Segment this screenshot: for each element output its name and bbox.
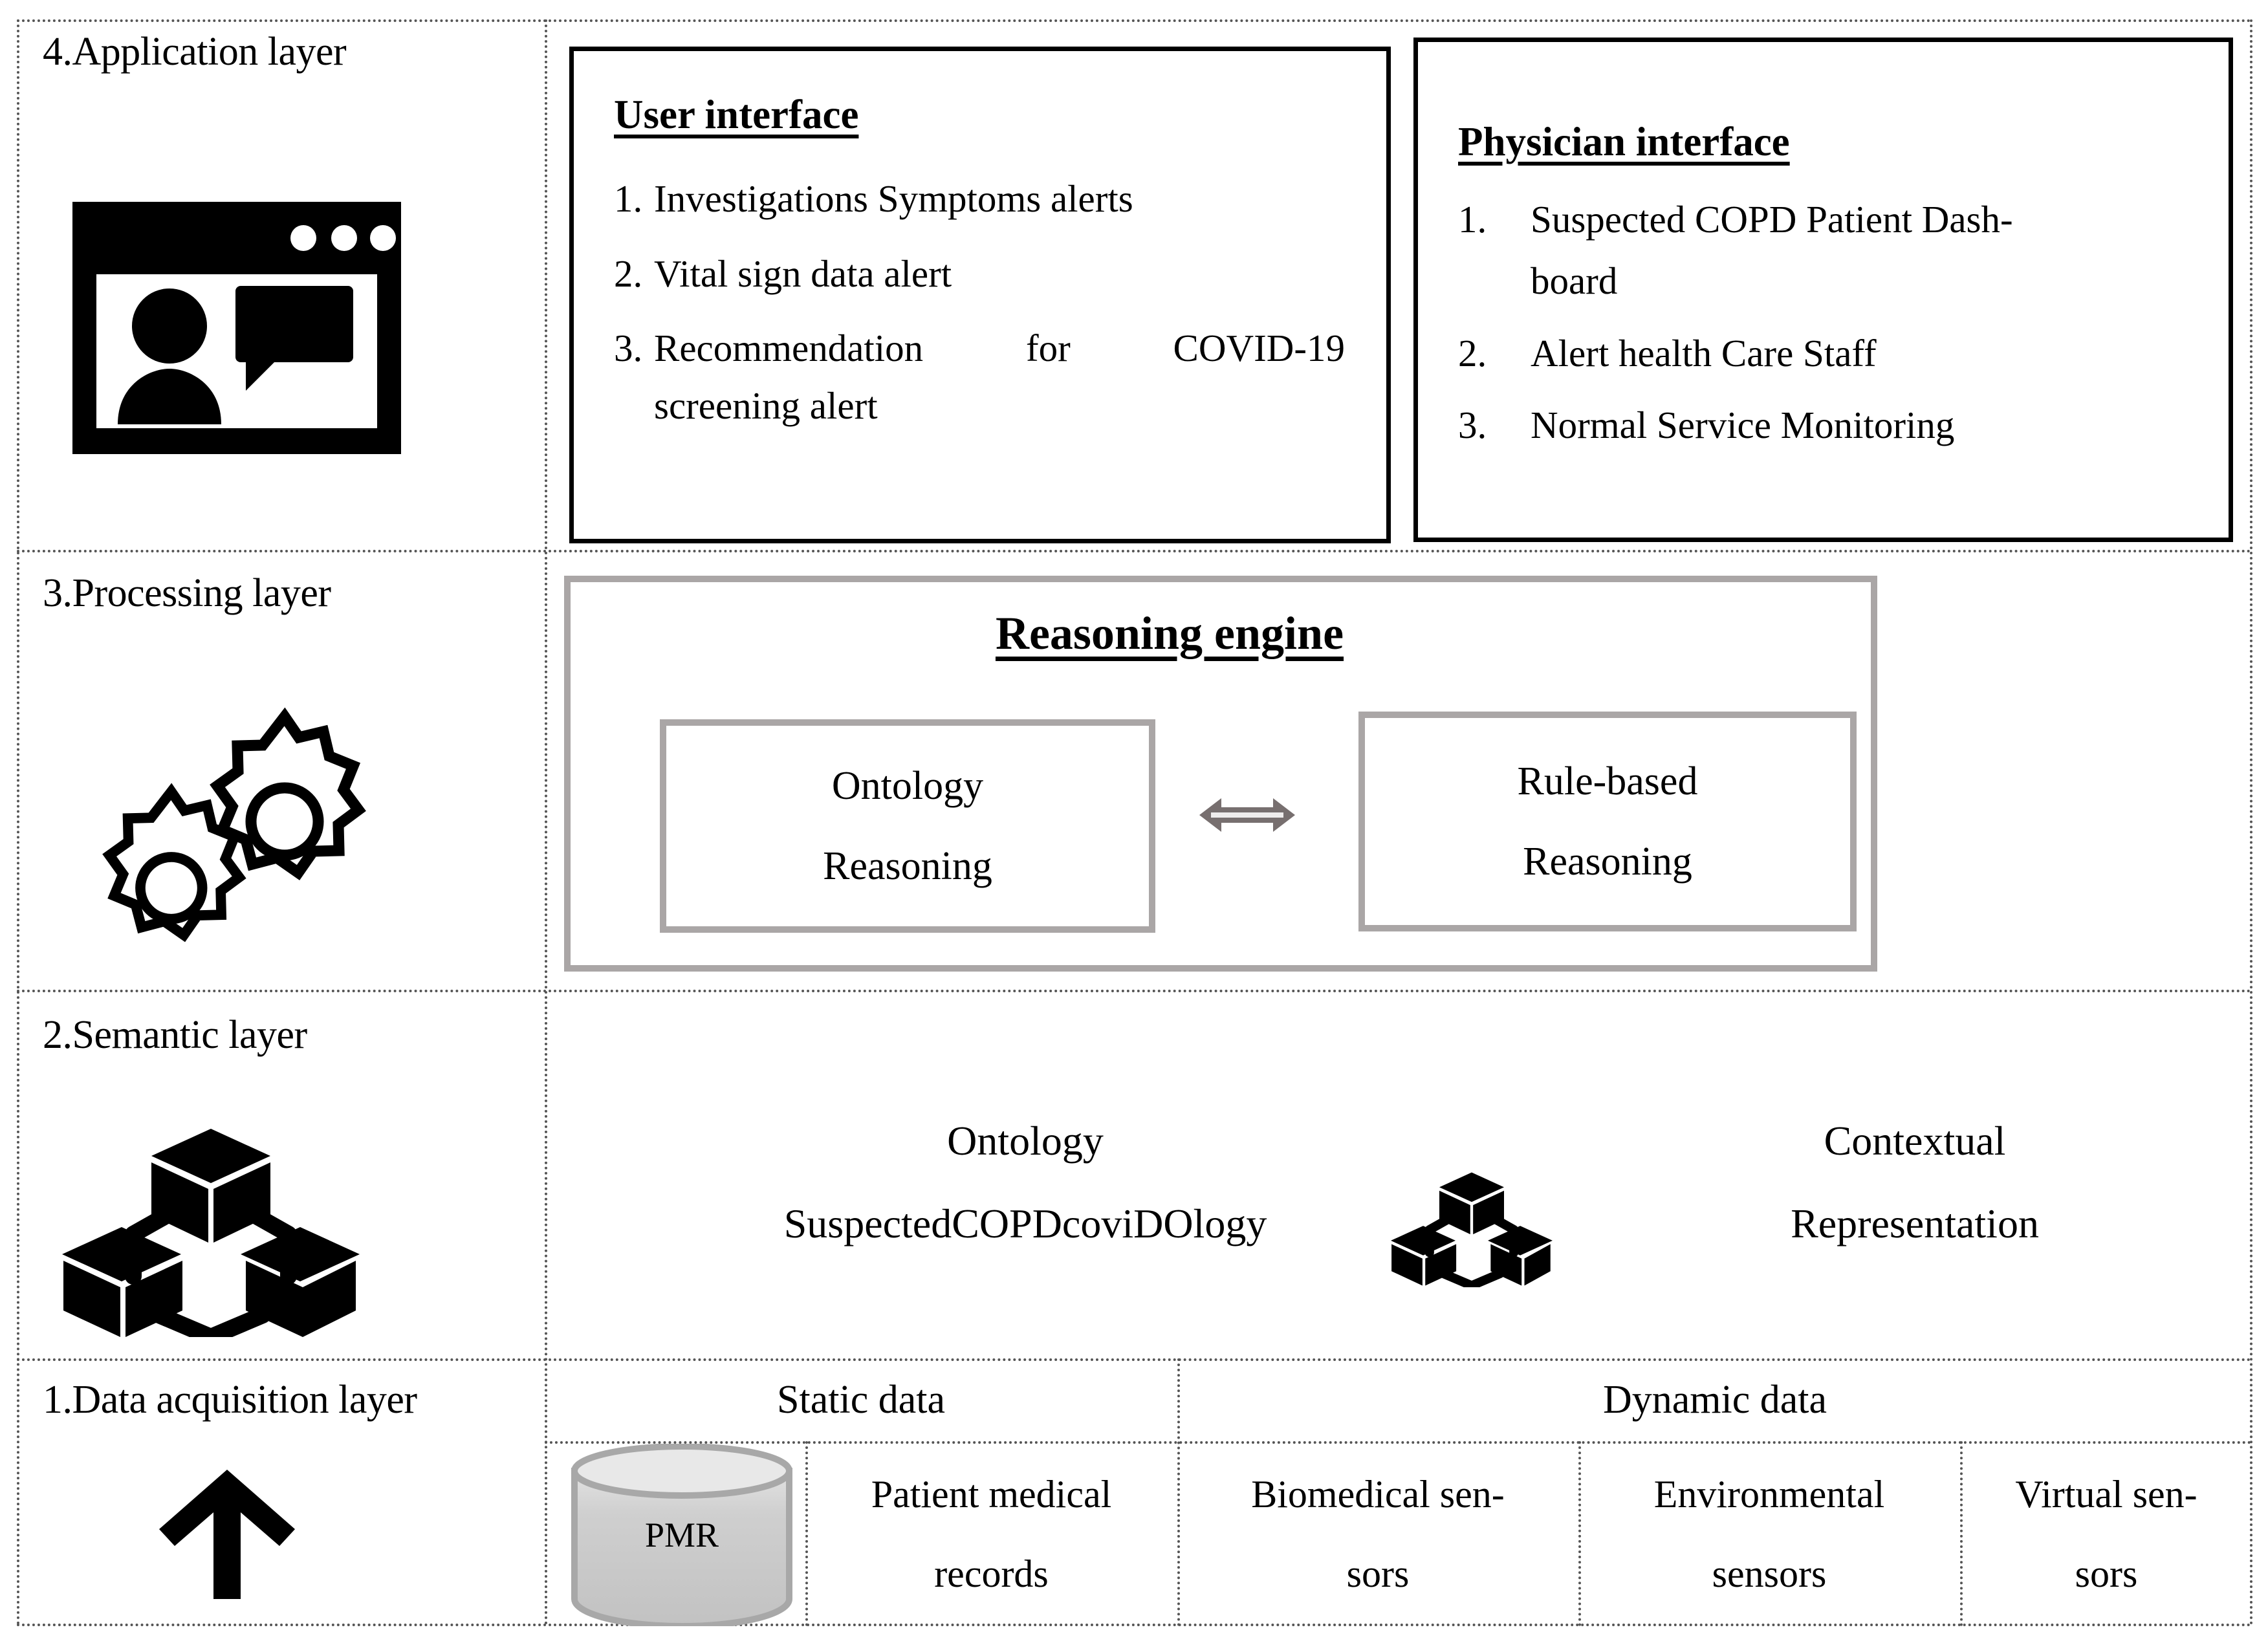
list-item-text: Recommendation for COVID-19	[654, 327, 1345, 370]
linked-cubes-icon	[62, 1129, 360, 1345]
list-item-number: 3.	[1458, 404, 1487, 447]
dynamic-data-header: Dynamic data	[1602, 1377, 1827, 1422]
pmr-label: PMR	[644, 1516, 719, 1554]
list-item-text: Investigations Symptoms alerts	[654, 177, 1133, 220]
list-item: 1. Suspected COPD Patient Dash-	[1458, 199, 2189, 241]
browser-user-chat-icon	[72, 202, 401, 454]
rule-based-reasoning-box: Rule-based Reasoning	[1358, 712, 1857, 931]
up-arrow-icon	[159, 1470, 295, 1599]
source-cell-virtual-sensors: Virtual sen- sors	[1960, 1442, 2252, 1626]
semantic-contextual-line1: Contextual	[1824, 1118, 2006, 1164]
gears-icon	[97, 699, 375, 944]
physician-interface-box: Physician interface 1. Suspected COPD Pa…	[1413, 38, 2233, 542]
ontology-reasoning-line1: Ontology	[831, 764, 984, 808]
double-headed-arrow-icon	[1199, 796, 1295, 834]
source-cell-biomedical-sensors: Biomedical sen- sors	[1177, 1442, 1578, 1626]
reasoning-engine-title: Reasoning engine	[995, 607, 1344, 659]
list-item: 3. Recommendation for COVID-19	[614, 328, 1345, 369]
list-item-text: Normal Service Monitoring	[1531, 404, 1955, 447]
layer-label-semantic: 2.Semantic layer	[43, 1013, 307, 1057]
data-header-row-divider	[545, 1441, 2252, 1444]
data-col-divider-2	[1578, 1441, 1581, 1626]
static-data-header: Static data	[777, 1377, 945, 1422]
data-col-divider-3	[1960, 1441, 1963, 1626]
rule-based-reasoning-line1: Rule-based	[1517, 759, 1698, 803]
layer-label-data-acquisition: 1.Data acquisition layer	[43, 1378, 417, 1422]
list-item-text: Vital sign data alert	[654, 252, 952, 295]
list-item-number: 3.	[614, 327, 643, 370]
source-line2: sors	[1346, 1552, 1410, 1595]
data-col-divider-1	[805, 1441, 808, 1626]
semantic-ontology-line1: Ontology	[947, 1118, 1104, 1164]
source-line2: sors	[2075, 1552, 2138, 1595]
static-dynamic-divider	[1177, 1358, 1180, 1626]
row-divider-application-processing	[17, 550, 2252, 552]
linked-cubes-icon-small	[1391, 1171, 1553, 1290]
rule-based-reasoning-line2: Reasoning	[1523, 840, 1692, 884]
source-line1: Patient medical	[871, 1473, 1112, 1516]
ontology-reasoning-box: Ontology Reasoning	[660, 719, 1155, 933]
source-line2: sensors	[1712, 1552, 1827, 1595]
ontology-reasoning-line2: Reasoning	[823, 844, 992, 888]
source-line1: Biomedical sen-	[1251, 1473, 1505, 1516]
source-cell-patient-medical-records: Patient medical records	[805, 1442, 1177, 1626]
physician-interface-title: Physician interface	[1458, 119, 1790, 164]
semantic-ontology-label: Ontology SuspectedCOPDcoviDOlogy	[784, 1100, 1267, 1265]
user-interface-box: User interface 1. Investigations Symptom…	[569, 47, 1391, 543]
semantic-contextual-line2: Representation	[1791, 1201, 2039, 1246]
row-divider-processing-semantic	[17, 990, 2252, 992]
list-item: 2. Alert health Care Staff	[1458, 331, 2189, 375]
list-item-continuation: board	[1531, 259, 1618, 302]
list-item: 1. Investigations Symptoms alerts	[614, 177, 1345, 220]
list-item-number: 2.	[614, 252, 643, 295]
source-line2: records	[934, 1552, 1049, 1595]
user-interface-title: User interface	[614, 92, 859, 137]
source-cell-environmental-sensors: Environmental sensors	[1578, 1442, 1960, 1626]
list-item-number: 1.	[1458, 198, 1487, 241]
list-item-text: Suspected COPD Patient Dash-	[1531, 198, 2013, 241]
list-item: 3. Normal Service Monitoring	[1458, 405, 2189, 446]
source-line1: Virtual sen-	[2015, 1473, 2197, 1516]
list-item-number: 1.	[614, 177, 643, 220]
row-divider-semantic-data	[17, 1358, 2252, 1361]
list-item: 2. Vital sign data alert	[614, 252, 1345, 295]
layer-label-processing: 3.Processing layer	[43, 571, 331, 615]
list-item-number: 2.	[1458, 331, 1487, 375]
semantic-ontology-line2: SuspectedCOPDcoviDOlogy	[783, 1201, 1267, 1246]
source-line1: Environmental	[1653, 1473, 1885, 1516]
label-column-divider	[545, 19, 547, 1626]
pmr-database-cylinder: PMR	[569, 1443, 794, 1629]
layer-label-application: 4.Application layer	[43, 30, 347, 74]
list-item-text: Alert health Care Staff	[1531, 331, 1877, 375]
list-item-continuation: screening alert	[654, 384, 878, 428]
semantic-contextual-label: Contextual Representation	[1791, 1100, 2039, 1265]
